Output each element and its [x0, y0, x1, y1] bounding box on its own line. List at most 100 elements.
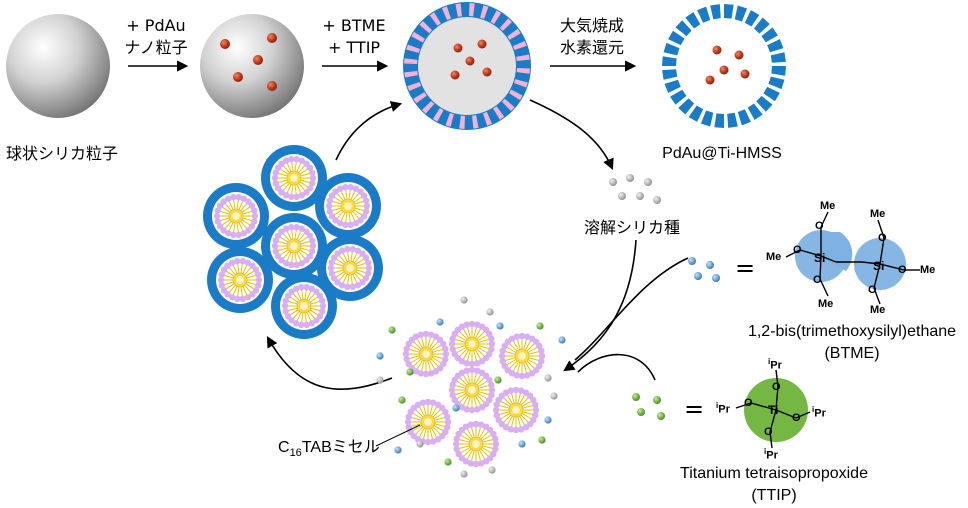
arrow-silica-to-mix: [563, 239, 637, 372]
micelle: [448, 366, 496, 414]
shell-wall-segment: [770, 52, 786, 63]
shell-wall-segment: [664, 79, 681, 93]
precursor-dot: [436, 318, 444, 326]
shell-wall-segment: [744, 10, 760, 27]
shell-wall-segment: [663, 42, 680, 56]
micelle: [452, 420, 500, 468]
shell-pore-segment: [472, 115, 479, 129]
step3-label-a: 大気焼成: [559, 16, 625, 35]
micelle-leader-line: [375, 424, 421, 447]
btme-me-top-right: Me: [870, 208, 886, 220]
shell-pore-segment: [445, 113, 454, 127]
shell-wall-segment: [727, 112, 738, 128]
btme-abbr: (BTME): [824, 345, 880, 362]
shell-wall-segment: [747, 103, 763, 120]
shell-pore-segment: [411, 31, 425, 43]
shell-pore-segment: [499, 18, 513, 32]
btme-me-bottom-left: Me: [818, 298, 834, 310]
precursor-dot: [394, 446, 402, 454]
shell-pore-segment: [429, 12, 441, 26]
btme-o-1: O: [815, 220, 824, 232]
shell-pore-segment: [404, 58, 418, 65]
shell-wall-segment: [768, 76, 785, 90]
shell-pore-segment: [459, 115, 466, 129]
shell-pore-segment: [413, 92, 427, 104]
shell-wall-segment: [675, 20, 692, 37]
precursor-dot: [538, 436, 546, 444]
precursor-dot: [398, 396, 406, 404]
micelle: [327, 245, 373, 291]
core-shell-particle: [403, 2, 531, 130]
precursor-dot: [388, 326, 396, 334]
shell-wall-segment: [737, 109, 751, 126]
arrow-mesophase-to-coating: [335, 101, 403, 161]
shell-wall-segment: [685, 12, 701, 29]
precursor-dot: [550, 392, 558, 400]
shell-pore-segment: [468, 3, 475, 17]
shell-wall-segment: [668, 30, 685, 46]
precursor-dot: [460, 296, 468, 304]
micelle: [325, 183, 371, 229]
btme-si-2: Si: [873, 259, 885, 273]
precursor-dot: [452, 404, 460, 412]
btme-me-right: Me: [920, 264, 936, 276]
btme-structure: [785, 211, 920, 305]
precursor-dot: [494, 376, 502, 384]
btme-o-6: O: [868, 284, 877, 296]
shell-pore-segment: [501, 98, 515, 112]
shell-wall-segment: [724, 4, 734, 19]
btme-o-2: O: [793, 244, 802, 256]
shell-pore-segment: [406, 44, 420, 53]
shell-wall-segment: [688, 105, 704, 122]
btme-o-3: O: [813, 274, 822, 286]
btme-equals: =: [735, 254, 756, 282]
micelle: [213, 193, 259, 239]
micelle: [498, 332, 546, 380]
shell-wall-segment: [753, 17, 770, 34]
ttip-name: Titanium tetraisopropoxide: [680, 465, 868, 482]
ttip-structure: [735, 369, 811, 449]
shell-pore-segment: [512, 40, 527, 51]
btme-o-4: O: [878, 232, 887, 244]
precursor-dot: [488, 466, 496, 474]
shell-wall-segment: [734, 5, 748, 22]
btme-me-left: Me: [766, 251, 782, 263]
arrow-mix-to-mesophase: [266, 336, 393, 390]
shell-wall-segment: [700, 110, 714, 127]
btme-o-5: O: [898, 264, 907, 276]
shell-pore-segment: [482, 111, 493, 126]
shell-pore-segment: [516, 67, 530, 74]
dissolved-silica-label: 溶解シリカ種: [583, 218, 681, 237]
shell-wall-segment: [771, 66, 786, 76]
precursor-dot: [444, 458, 452, 466]
shell-pore-segment: [490, 10, 502, 24]
shell-wall-segment: [697, 6, 711, 23]
hollow-product-particle: [662, 4, 786, 128]
arrow-dissolve: [529, 99, 614, 171]
ttip-ipr-top: iPr: [768, 357, 782, 372]
precursor-dot: [406, 368, 414, 376]
shell-pore-segment: [419, 20, 433, 34]
precursor-dot: [518, 440, 526, 448]
precursor-dot: [486, 308, 494, 316]
btme-name: 1,2-bis(trimethoxysilyl)ethane: [747, 323, 957, 340]
precursor-dot: [544, 374, 552, 382]
silica-sphere: [6, 14, 110, 118]
micelle: [402, 330, 450, 378]
shell-wall-segment: [761, 27, 778, 43]
ttip-ipr-right: iPr: [812, 405, 826, 420]
arrow-btme-to-mix: [574, 257, 689, 361]
micelle: [448, 320, 496, 368]
step2-label-b: + TTIP: [327, 38, 381, 57]
shell-wall-segment: [767, 39, 784, 53]
precursor-dot: [416, 440, 424, 448]
shell-pore-segment: [507, 28, 521, 40]
shell-pore-segment: [441, 6, 452, 21]
micelle: [271, 155, 317, 201]
precursor-dot: [544, 416, 552, 424]
shell-pore-segment: [421, 100, 435, 114]
ttip-ti: Ti: [768, 403, 779, 417]
hexagonal-mesophase: [203, 145, 383, 339]
shell-wall-segment: [756, 95, 773, 112]
shell-wall-segment: [763, 86, 780, 102]
